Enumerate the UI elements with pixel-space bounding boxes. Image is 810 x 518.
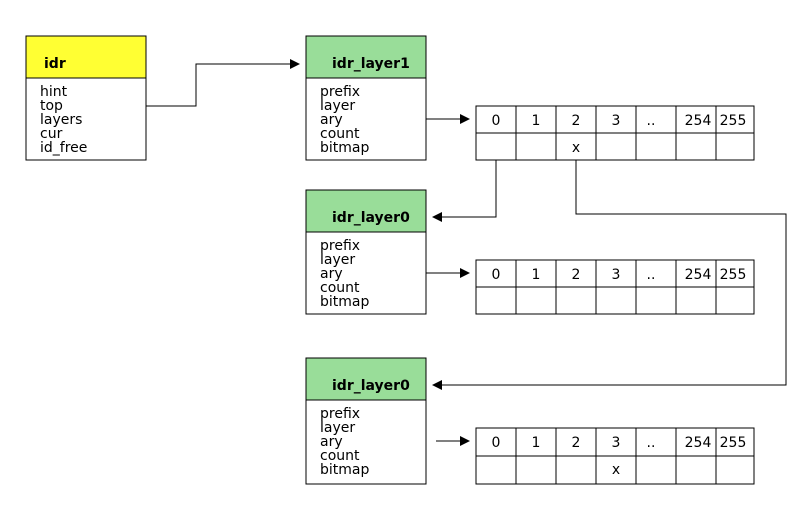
arrow-idr-top-to-layer1 bbox=[146, 59, 300, 107]
layer0b-index-3: 3 bbox=[612, 435, 621, 451]
layer0b-field-prefix: prefix bbox=[320, 406, 360, 422]
layer0a-index-254: 254 bbox=[685, 267, 712, 283]
layer0b-index-255: 255 bbox=[720, 435, 747, 451]
layer1-index-0: 0 bbox=[492, 113, 501, 129]
layer0b-field-layer: layer bbox=[320, 420, 355, 436]
layer0a-array: 0 1 2 3 .. 254 255 bbox=[475, 259, 755, 315]
layer0b-field-count: count bbox=[320, 448, 360, 464]
idr-field-cur: cur bbox=[40, 126, 63, 142]
layer1-value-2: x bbox=[572, 140, 580, 156]
arrow-layer1-slot2-to-layer0b bbox=[432, 160, 787, 390]
layer0a-field-prefix: prefix bbox=[320, 238, 360, 254]
layer1-field-count: count bbox=[320, 126, 360, 142]
layer1-index-254: 254 bbox=[685, 113, 712, 129]
layer0b-array: 0 1 2 3 .. 254 255 x bbox=[475, 427, 755, 485]
layer0b-fields-box bbox=[305, 399, 427, 485]
layer0b-value-3: x bbox=[612, 462, 620, 478]
connectors bbox=[146, 59, 787, 446]
layer0b-field-ary: ary bbox=[320, 434, 343, 450]
layer1-index-255: 255 bbox=[720, 113, 747, 129]
idr-struct: idr hint top layers cur id_free bbox=[25, 35, 147, 161]
layer0a-index-ellipsis: .. bbox=[647, 267, 656, 283]
layer1-array: 0 1 2 3 .. 254 255 x bbox=[475, 105, 755, 161]
layer0a-index-1: 1 bbox=[532, 267, 541, 283]
arrow-layer1-slot0-to-layer0a bbox=[432, 160, 497, 222]
layer1-index-2: 2 bbox=[572, 113, 581, 129]
layer0a-index-2: 2 bbox=[572, 267, 581, 283]
layer0a-field-bitmap: bitmap bbox=[320, 294, 369, 310]
layer0a-field-layer: layer bbox=[320, 252, 355, 268]
idr-fields-box bbox=[25, 77, 147, 161]
idr-field-id-free: id_free bbox=[40, 140, 87, 156]
layer0b-field-bitmap: bitmap bbox=[320, 462, 369, 478]
layer0b-index-254: 254 bbox=[685, 435, 712, 451]
layer1-field-layer: layer bbox=[320, 98, 355, 114]
layer1-header-box bbox=[305, 35, 427, 79]
layer0a-header-box bbox=[305, 189, 427, 233]
layer0a-index-255: 255 bbox=[720, 267, 747, 283]
layer1-field-bitmap: bitmap bbox=[320, 140, 369, 156]
layer0a-index-3: 3 bbox=[612, 267, 621, 283]
idr-field-top: top bbox=[40, 98, 63, 114]
layer0a-field-ary: ary bbox=[320, 266, 343, 282]
layer1-index-1: 1 bbox=[532, 113, 541, 129]
idr-field-hint: hint bbox=[40, 84, 68, 100]
layer0b-index-1: 1 bbox=[532, 435, 541, 451]
layer0b-index-ellipsis: .. bbox=[647, 435, 656, 451]
idr-header-box bbox=[25, 35, 147, 79]
layer0a-field-count: count bbox=[320, 280, 360, 296]
layer0a-title: idr_layer0 bbox=[332, 210, 410, 226]
layer1-field-prefix: prefix bbox=[320, 84, 360, 100]
layer1-struct: idr_layer1 prefix layer ary count bitmap bbox=[305, 35, 427, 161]
layer0a-struct: idr_layer0 prefix layer ary count bitmap bbox=[305, 189, 427, 315]
layer0a-fields-box bbox=[305, 231, 427, 315]
layer1-title: idr_layer1 bbox=[332, 56, 410, 72]
layer1-fields-box bbox=[305, 77, 427, 161]
layer0b-struct: idr_layer0 prefix layer ary count bitmap bbox=[305, 357, 427, 485]
layer0b-title: idr_layer0 bbox=[332, 378, 410, 394]
layer1-index-ellipsis: .. bbox=[647, 113, 656, 129]
layer0b-header-box bbox=[305, 357, 427, 401]
layer0a-index-0: 0 bbox=[492, 267, 501, 283]
idr-title: idr bbox=[44, 56, 66, 72]
layer0b-index-2: 2 bbox=[572, 435, 581, 451]
idr-field-layers: layers bbox=[40, 112, 82, 128]
layer1-index-3: 3 bbox=[612, 113, 621, 129]
layer0b-index-0: 0 bbox=[492, 435, 501, 451]
layer1-field-ary: ary bbox=[320, 112, 343, 128]
